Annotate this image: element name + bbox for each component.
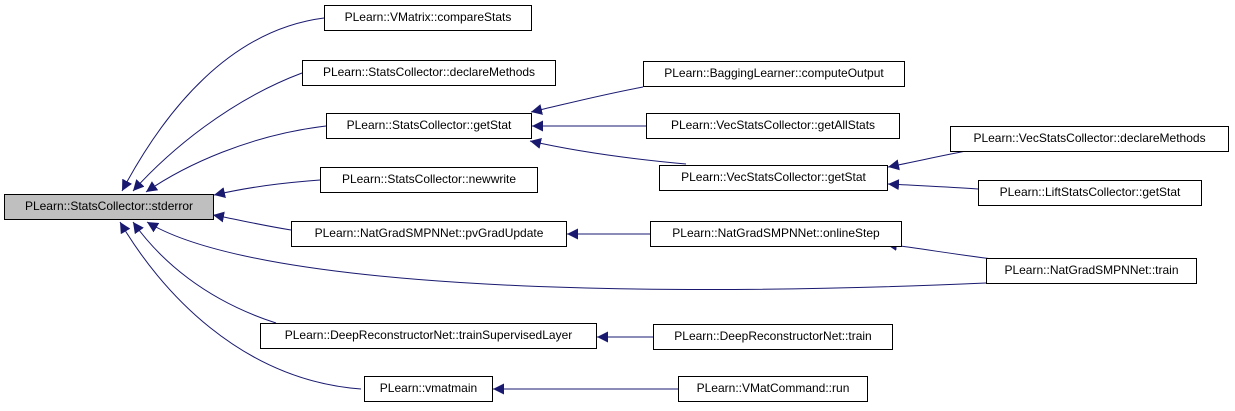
node-statscollector-declaremethods[interactable]: PLearn::StatsCollector::declareMethods — [302, 60, 556, 86]
edge-natgradtrain-to-onlinestep — [885, 240, 1001, 261]
node-vecstatscollector-declaremethods[interactable]: PLearn::VecStatsCollector::declareMethod… — [950, 126, 1229, 152]
node-vmatrix-comparestats[interactable]: PLearn::VMatrix::compareStats — [324, 5, 532, 31]
node-vecstatscollector-getallstats[interactable]: PLearn::VecStatsCollector::getAllStats — [646, 113, 900, 139]
edge-getstat-to-stderror — [145, 125, 327, 193]
node-vmatcommand-run[interactable]: PLearn::VMatCommand::run — [678, 376, 868, 402]
edge-comparestats-to-stderror — [121, 17, 325, 192]
node-natgradsmpnnet-pvgradupdate[interactable]: PLearn::NatGradSMPNNet::pvGradUpdate — [291, 221, 567, 247]
edge-newwrite-to-stderror — [213, 179, 321, 198]
node-vecstatscollector-getstat[interactable]: PLearn::VecStatsCollector::getStat — [659, 165, 888, 191]
edge-declaremethods-to-stderror — [132, 72, 303, 192]
node-deepreconstructornet-trainsupervisedlayer[interactable]: PLearn::DeepReconstructorNet::trainSuper… — [260, 323, 597, 349]
node-deepreconstructornet-train[interactable]: PLearn::DeepReconstructorNet::train — [653, 324, 893, 350]
edge-vmatmain-to-stderror — [119, 221, 362, 390]
edge-vecdeclaremethods-to-vecgetstat — [887, 150, 967, 171]
edge-trainsupervisedlayer-to-stderror — [132, 221, 277, 324]
node-statscollector-stderror: PLearn::StatsCollector::stderror — [4, 194, 214, 220]
node-vmatmain[interactable]: PLearn::vmatmain — [364, 376, 493, 402]
edge-computeoutput-to-getstat — [530, 86, 644, 115]
node-liftstatscollector-getstat[interactable]: PLearn::LiftStatsCollector::getStat — [978, 180, 1202, 206]
edge-natgradtrain-to-stderror — [146, 221, 987, 290]
edge-pvgradupdate-to-stderror — [212, 211, 292, 231]
edge-liftgetstat-to-vecgetstat — [887, 179, 979, 191]
edge-vecgetstat-to-getstat — [529, 138, 687, 165]
node-natgradsmpnnet-train[interactable]: PLearn::NatGradSMPNNet::train — [986, 258, 1197, 284]
node-statscollector-newwrite[interactable]: PLearn::StatsCollector::newwrite — [320, 167, 538, 193]
node-bagginglearner-computeoutput[interactable]: PLearn::BaggingLearner::computeOutput — [643, 61, 905, 87]
node-statscollector-getstat[interactable]: PLearn::StatsCollector::getStat — [326, 113, 532, 139]
node-natgradsmpnnet-onlinestep[interactable]: PLearn::NatGradSMPNNet::onlineStep — [650, 221, 902, 247]
